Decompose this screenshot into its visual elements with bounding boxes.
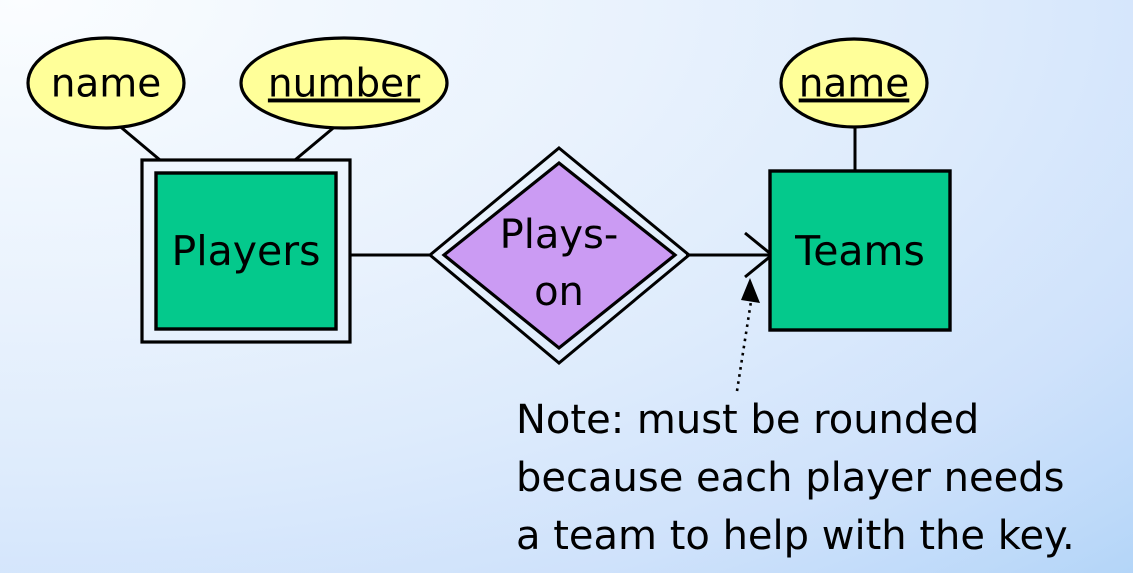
relationship-label-line2: on [534, 269, 584, 315]
entity-teams-label: Teams [794, 227, 925, 275]
attribute-players-name-ellipse [26, 36, 186, 130]
note-leader-line [735, 294, 754, 392]
entity-players-label: Players [172, 227, 321, 275]
note-text-block: Note: must be rounded because each playe… [516, 397, 1075, 559]
attribute-players-name[interactable]: name [26, 36, 186, 130]
attribute-players-number[interactable]: number [239, 36, 449, 130]
note-line-3: a team to help with the key. [516, 513, 1075, 559]
note-leader-arrowhead [741, 278, 760, 303]
relationship-inner-diamond [441, 160, 678, 351]
entity-teams-box [768, 169, 952, 332]
attribute-teams-name[interactable]: name [779, 37, 929, 129]
note-line-2: because each player needs [516, 455, 1064, 501]
attribute-teams-name-label: name [799, 62, 910, 107]
attribute-players-number-ellipse [239, 36, 449, 130]
relationship-label-line1: Plays- [500, 212, 619, 258]
note-leader-arrow [735, 278, 760, 392]
relationship-outer-diamond [427, 146, 692, 365]
attribute-players-name-label: name [51, 62, 162, 107]
entity-players-outer-border [140, 158, 352, 344]
note-line-1: Note: must be rounded [516, 397, 979, 443]
entity-teams[interactable]: Teams [768, 169, 952, 332]
entity-players[interactable]: Players [140, 158, 352, 344]
attribute-players-number-label: number [268, 62, 421, 107]
attribute-teams-name-ellipse [779, 37, 929, 129]
relationship-plays-on[interactable]: Plays- on [427, 146, 692, 365]
entity-players-inner-box [154, 171, 338, 331]
